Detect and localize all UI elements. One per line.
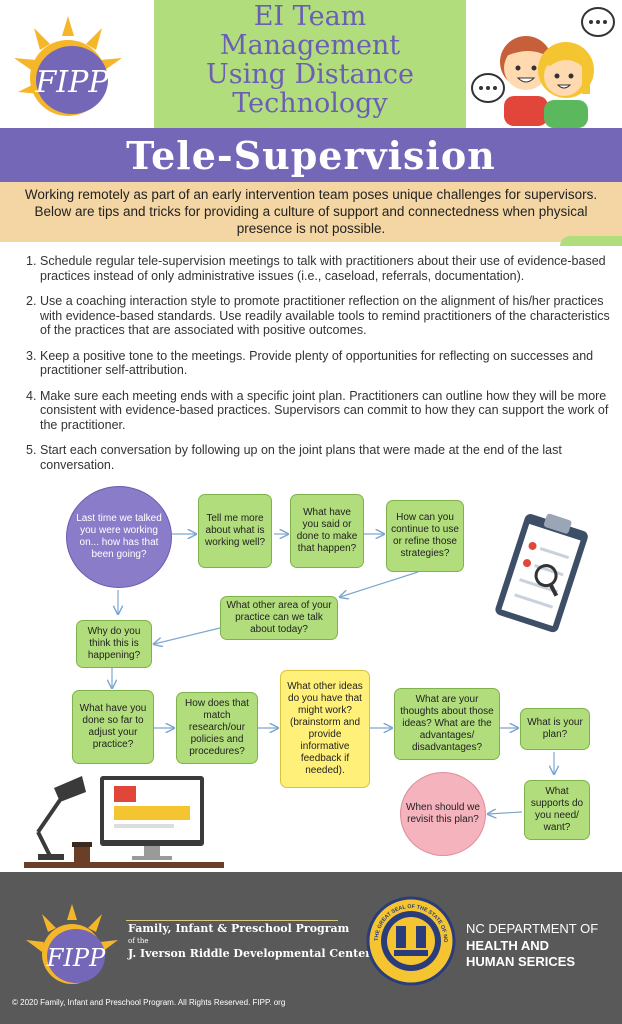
fipp-footer-logo-icon: FIPP [26, 904, 118, 984]
fipp-name: Family, Infant & Preschool Program [128, 922, 350, 935]
nc-seal-icon: THE GREAT SEAL OF THE STATE OF NORTH CAR… [366, 896, 456, 986]
sun-logo-icon: FIPP [14, 16, 122, 116]
flow-node-plan: What is your plan? [520, 708, 590, 750]
title-box [154, 0, 466, 128]
banner-title: Tele-Supervision [126, 133, 496, 178]
page-title: EI Team Management Using Distance Techno… [154, 2, 466, 118]
flow-node-revisit: When should we revisit this plan? [400, 772, 486, 856]
list-number: 3. [26, 348, 37, 363]
nc-health-label: HEALTH AND HUMAN SERICES [466, 938, 575, 970]
flow-node-continue: How can you continue to use or refine th… [386, 500, 464, 572]
list-number: 4. [26, 388, 37, 403]
nc-health-line: HUMAN SERICES [466, 954, 576, 969]
decorative-swoosh [560, 236, 622, 246]
chat-people-icon [471, 7, 615, 128]
title-line: Management [219, 30, 401, 61]
list-number: 1. [26, 254, 37, 268]
tip-text: Keep a positive tone to the meetings. Pr… [40, 348, 594, 378]
desk-lamp-icon [36, 776, 86, 860]
banner [0, 128, 622, 182]
list-item: 4.Make sure each meeting ends with a spe… [26, 389, 610, 433]
list-number: 2. [26, 294, 37, 308]
flow-node-other-area: What other area of your practice can we … [220, 596, 338, 640]
flow-node-supports: What supports do you need/ want? [524, 780, 590, 840]
flow-node-tell-me: Tell me more about what is working well? [198, 494, 272, 568]
tip-text: Make sure each meeting ends with a speci… [40, 388, 609, 432]
tip-text: Use a coaching interaction style to prom… [40, 294, 610, 337]
flow-node-what-done: What have you said or done to make that … [290, 494, 364, 568]
desk-illustration [24, 776, 224, 868]
clipboard-icon [495, 513, 588, 633]
title-line: Using Distance [205, 59, 415, 90]
flow-node-other-ideas: What other ideas do you have that might … [280, 670, 370, 788]
intro-box [0, 182, 622, 242]
nc-health-line: HEALTH AND [466, 938, 550, 953]
svg-text:FIPP: FIPP [46, 944, 106, 972]
list-number: 5. [26, 443, 37, 457]
title-line: Technology [232, 88, 388, 119]
flow-node-match: How does that match research/our policie… [176, 692, 258, 764]
nc-dept-label: NC DEPARTMENT OF [466, 921, 599, 936]
list-item: 3.Keep a positive tone to the meetings. … [26, 349, 610, 378]
tip-text: Schedule regular tele-supervision meetin… [40, 254, 606, 283]
monitor-icon [100, 776, 204, 860]
tip-text: Start each conversation by following up … [40, 443, 562, 472]
list-item: 1.Schedule regular tele-supervision meet… [26, 254, 610, 283]
tips-list: 1.Schedule regular tele-supervision meet… [26, 254, 610, 483]
list-item: 5.Start each conversation by following u… [26, 443, 610, 472]
fipp-of: of the [128, 937, 149, 945]
list-item: 2.Use a coaching interaction style to pr… [26, 294, 610, 338]
divider [126, 920, 338, 921]
flow-node-thoughts: What are your thoughts about those ideas… [394, 688, 500, 760]
copyright: © 2020 Family, Infant and Preschool Prog… [12, 998, 286, 1007]
flowchart-arrows [0, 480, 622, 870]
flow-node-adjust: What have you done so far to adjust your… [72, 690, 154, 764]
fipp-center: J. Iverson Riddle Developmental Center [128, 947, 372, 960]
title-line: EI Team [253, 1, 367, 32]
svg-text:FIPP: FIPP [34, 65, 109, 100]
flow-node-start: Last time we talked you were working on.… [66, 486, 172, 588]
intro-text: Working remotely as part of an early int… [24, 187, 598, 236]
flow-node-why: Why do you think this is happening? [76, 620, 152, 668]
coffee-cup-icon [72, 842, 92, 862]
